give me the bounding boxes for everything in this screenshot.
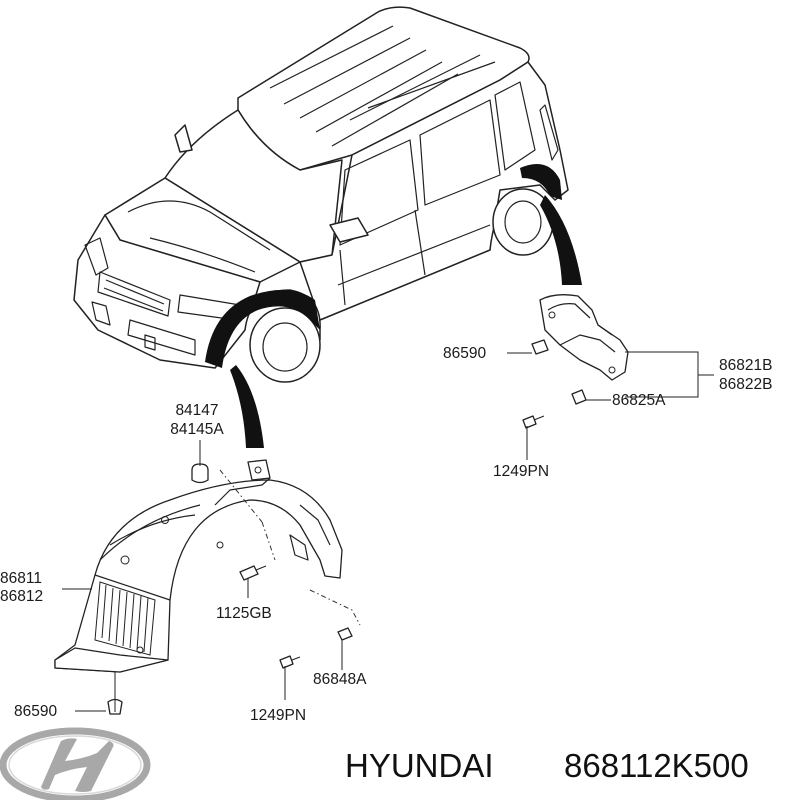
callout-86848A: 86848A xyxy=(313,671,367,688)
part-number: 868112K500 xyxy=(564,747,749,784)
callout-1249PN-rear: 1249PN xyxy=(493,463,549,480)
rear-screw-1249PN xyxy=(522,415,545,429)
callout-86822B: 86822B xyxy=(719,376,772,393)
front-screw-1249PN xyxy=(279,655,301,669)
front-bolt-1125GB xyxy=(239,565,267,581)
leader-lines xyxy=(62,351,714,712)
callout-86825A: 86825A xyxy=(612,392,666,409)
callout-1249PN-front: 1249PN xyxy=(250,707,306,724)
pad-part xyxy=(191,459,271,484)
callout-86812: 86812 xyxy=(0,588,43,605)
callout-86821B: 86821B xyxy=(719,357,772,374)
rear-pointer xyxy=(540,195,582,285)
callout-84145A: 84145A xyxy=(170,421,224,438)
rear-clip-86590 xyxy=(531,339,549,355)
brand-name: HYUNDAI xyxy=(345,747,494,784)
car-illustration xyxy=(73,6,569,383)
rear-fender-liner xyxy=(539,294,629,381)
rear-nut-86825A xyxy=(571,389,587,405)
front-nut-86848A xyxy=(337,627,353,641)
hyundai-logo-icon xyxy=(0,727,151,800)
callout-86590-rear: 86590 xyxy=(443,345,486,362)
callout-86590-front: 86590 xyxy=(14,703,57,720)
callout-84147: 84147 xyxy=(175,402,218,419)
front-pointer xyxy=(230,365,264,448)
front-fender-liner xyxy=(54,477,343,673)
callout-1125GB: 1125GB xyxy=(216,605,272,622)
callout-86811: 86811 xyxy=(0,570,42,587)
